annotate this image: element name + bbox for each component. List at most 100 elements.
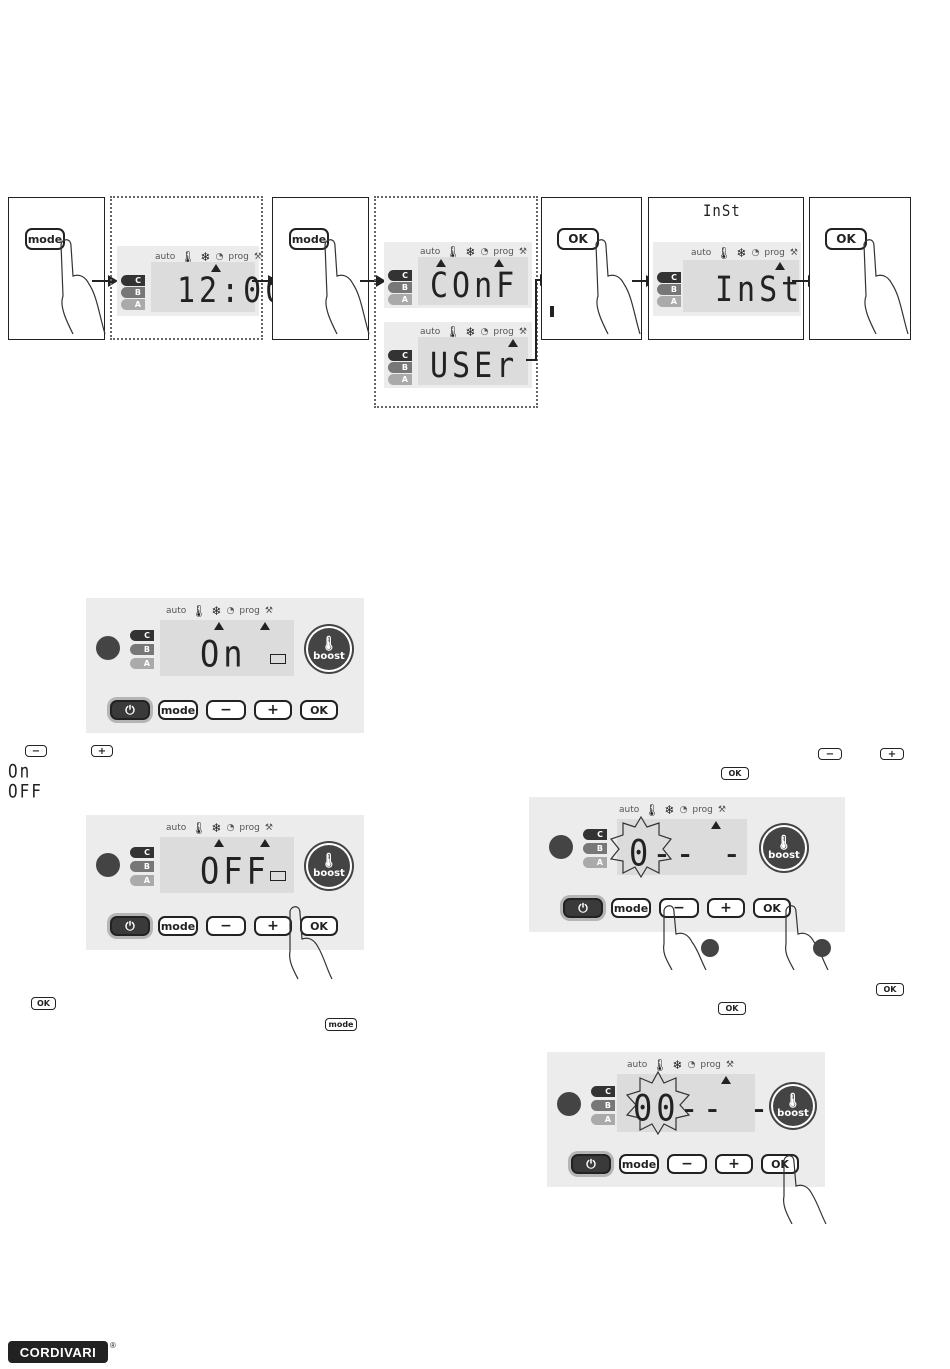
prog-label: prog xyxy=(239,823,260,833)
tag-b: B xyxy=(583,843,607,854)
prog-label: prog xyxy=(228,252,249,262)
blink-burst-icon xyxy=(609,815,673,879)
power-icon: ⏻ xyxy=(125,918,135,933)
lcd-indicator xyxy=(436,259,446,267)
step-marker xyxy=(813,939,831,957)
ok-key-inline: OK xyxy=(721,767,749,780)
lcd-indicator xyxy=(721,1076,731,1084)
mode-button[interactable]: mode xyxy=(289,228,329,250)
hand-icon xyxy=(863,239,909,335)
plus-button[interactable]: + xyxy=(254,916,292,936)
clock-icon: ◔ xyxy=(480,327,489,337)
power-button[interactable]: ⏻ xyxy=(110,916,150,936)
auto-label: auto xyxy=(420,247,441,257)
tag-a: A xyxy=(388,374,412,385)
thermometer-icon: 🌡 xyxy=(644,803,660,817)
cursor-mark xyxy=(550,306,554,317)
tag-c: C xyxy=(388,270,412,281)
thermometer-icon: 🌡 xyxy=(180,250,196,264)
mode-button[interactable]: mode xyxy=(611,898,651,918)
boost-icon: 🌡 xyxy=(775,834,793,851)
prog-label: prog xyxy=(700,1060,721,1070)
wrench-icon: ⚒ xyxy=(253,252,262,262)
tag-b: B xyxy=(388,282,412,293)
ok-button[interactable]: OK xyxy=(753,898,791,918)
control-panel-code-1: auto 🌡 ❄ ◔ prog ⚒ C B A 0-- - 🌡 boost ⏻ … xyxy=(529,797,845,932)
tag-c: C xyxy=(130,630,154,641)
tag-b: B xyxy=(130,644,154,655)
mode-button[interactable]: mode xyxy=(158,700,198,720)
minus-button[interactable]: − xyxy=(667,1154,707,1174)
boost-button[interactable]: 🌡 boost xyxy=(773,1086,813,1126)
wrench-icon: ⚒ xyxy=(264,606,273,616)
mode-icons-row: auto 🌡 ❄ ◔ prog ⚒ xyxy=(166,821,273,835)
power-icon: ⏻ xyxy=(586,1156,596,1171)
tag-c: C xyxy=(657,272,681,283)
lcd-digits: On xyxy=(200,632,247,676)
flow-arrow xyxy=(92,275,118,287)
mode-button[interactable]: mode xyxy=(158,916,198,936)
flow-step-1: mode xyxy=(8,197,106,340)
prog-label: prog xyxy=(493,247,514,257)
ok-button[interactable]: OK xyxy=(825,228,867,250)
boost-button[interactable]: 🌡 boost xyxy=(308,845,350,887)
boost-icon: 🌡 xyxy=(320,852,338,869)
snowflake-icon: ❄ xyxy=(200,250,211,264)
snowflake-icon: ❄ xyxy=(465,325,476,339)
auto-label: auto xyxy=(627,1060,648,1070)
power-button[interactable]: ⏻ xyxy=(571,1154,611,1174)
registered-mark: ® xyxy=(110,1341,116,1350)
power-button[interactable]: ⏻ xyxy=(563,898,603,918)
ok-key-inline: OK xyxy=(31,997,56,1010)
mode-button[interactable]: mode xyxy=(619,1154,659,1174)
minus-button[interactable]: − xyxy=(206,916,246,936)
flow-step-4: C B A auto 🌡 ❄ ◔ prog ⚒ COnF C B A auto … xyxy=(374,196,538,408)
wrench-icon: ⚒ xyxy=(725,1060,734,1070)
lcd-screen: 12:00 xyxy=(151,262,283,312)
minus-button[interactable]: − xyxy=(206,700,246,720)
plus-button[interactable]: + xyxy=(254,700,292,720)
boost-label: boost xyxy=(768,849,800,861)
thermometer-icon: 🌡 xyxy=(652,1058,668,1072)
auto-label: auto xyxy=(691,248,712,258)
minus-button[interactable]: − xyxy=(659,898,699,918)
ok-button[interactable]: OK xyxy=(300,700,338,720)
boost-icon: 🌡 xyxy=(320,635,338,652)
lcd-screen: COnF xyxy=(418,257,528,306)
boost-button[interactable]: 🌡 boost xyxy=(763,827,805,869)
mode-icons-row: auto 🌡 ❄ ◔ prog ⚒ xyxy=(166,604,273,618)
lcd-screen: 00-- - xyxy=(617,1070,769,1136)
boost-label: boost xyxy=(313,867,345,879)
ok-button[interactable]: OK xyxy=(557,228,599,250)
power-button[interactable]: ⏻ xyxy=(110,700,150,720)
auto-label: auto xyxy=(420,327,441,337)
snowflake-icon: ❄ xyxy=(672,1058,683,1072)
flow-step-2: C B A auto 🌡 ❄ ◔ prog ⚒ 12:00 xyxy=(110,196,283,340)
lcd-panel: C B A auto 🌡 ❄ ◔ prog ⚒ InSt xyxy=(653,242,801,316)
boost-button[interactable]: 🌡 boost xyxy=(308,628,350,670)
boost-icon: 🌡 xyxy=(784,1092,802,1109)
lcd-digits: 12:00 xyxy=(177,271,288,312)
snowflake-icon: ❄ xyxy=(664,803,675,817)
step-marker xyxy=(701,939,719,957)
plus-key-inline: + xyxy=(880,748,904,760)
boost-label: boost xyxy=(777,1107,809,1119)
thermometer-icon: 🌡 xyxy=(191,604,207,618)
mode-button[interactable]: mode xyxy=(25,228,65,250)
mode-icons-row: auto 🌡 ❄ ◔ prog ⚒ xyxy=(691,246,798,260)
lcd-indicator xyxy=(214,839,224,847)
hand-icon xyxy=(783,1155,827,1224)
tag-a: A xyxy=(591,1114,615,1125)
plus-button[interactable]: + xyxy=(715,1154,753,1174)
plus-button[interactable]: + xyxy=(707,898,745,918)
flow-step-7: OK xyxy=(809,197,911,340)
tag-b: B xyxy=(121,287,145,298)
thermometer-icon: 🌡 xyxy=(445,245,461,259)
snowflake-icon: ❄ xyxy=(211,821,222,835)
tag-a: A xyxy=(583,857,607,868)
lcd-panel: C B A auto 🌡 ❄ ◔ prog ⚒ USEr xyxy=(384,322,532,388)
ok-button[interactable]: OK xyxy=(300,916,338,936)
tag-b: B xyxy=(591,1100,615,1111)
clock-icon: ◔ xyxy=(226,606,235,616)
prog-label: prog xyxy=(493,327,514,337)
